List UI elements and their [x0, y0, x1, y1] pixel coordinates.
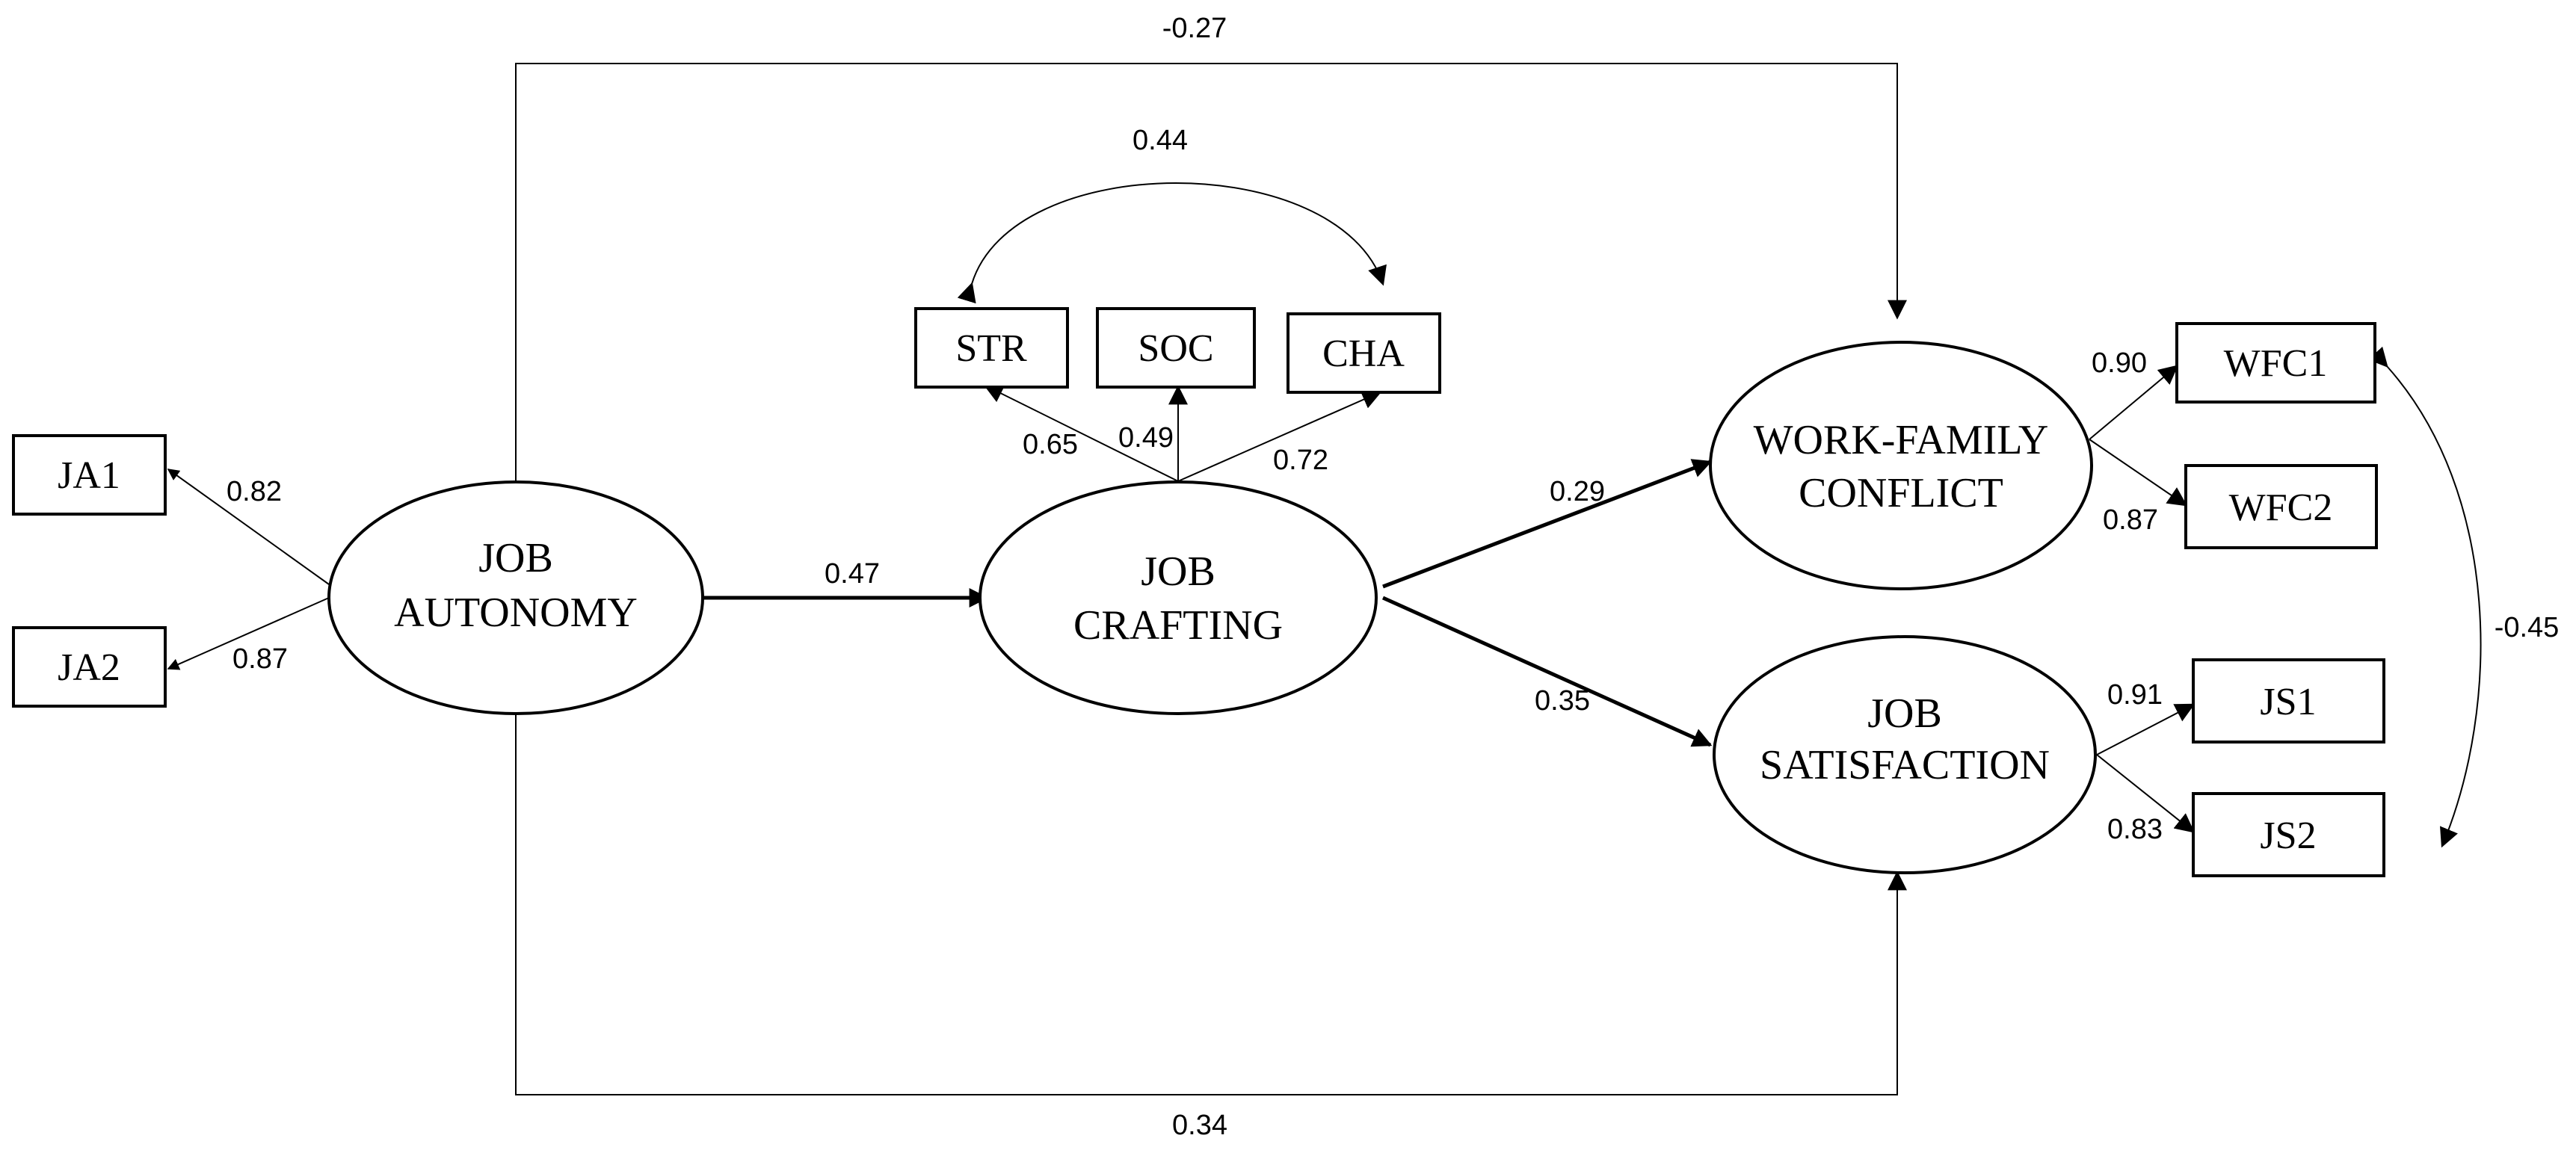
indicator-label: JS2: [2260, 814, 2316, 857]
coef-jc-wfc: 0.29: [1550, 476, 1605, 507]
coef-ja-js: 0.34: [1172, 1110, 1227, 1141]
latent-label-line2: SATISFACTION: [1760, 742, 2050, 788]
latent-work-family-conflict: WORK-FAMILY CONFLICT: [1709, 341, 2093, 590]
loading-wfc1: [2089, 365, 2178, 440]
latent-label-line1: JOB: [1141, 548, 1215, 595]
indicator-label: WFC1: [2224, 342, 2328, 385]
coef-wfc-js-covariance: -0.45: [2495, 612, 2560, 643]
coef-wfc1: 0.90: [2092, 347, 2147, 379]
latent-job-satisfaction: JOB SATISFACTION: [1713, 635, 2097, 874]
latent-label-line2: CRAFTING: [1073, 602, 1283, 649]
covariance-wfc-js: [2367, 346, 2482, 848]
loading-str: [983, 384, 1179, 482]
indicator-label: SOC: [1138, 327, 1213, 370]
loading-cha: [1177, 390, 1382, 482]
coef-ja-wfc: -0.27: [1162, 13, 1227, 44]
covariance-str-cha: [957, 182, 1387, 304]
latent-label-line1: JOB: [1867, 690, 1942, 737]
path-ja-wfc: [515, 63, 1907, 482]
indicator-label: JA2: [58, 646, 120, 689]
indicator-cha: CHA: [1287, 312, 1441, 394]
latent-label-line2: CONFLICT: [1799, 470, 2003, 516]
indicator-js2: JS2: [2192, 792, 2385, 877]
coef-str-cha-covariance: 0.44: [1133, 125, 1188, 156]
loading-ja2: [167, 597, 330, 670]
indicator-str: STR: [914, 307, 1069, 389]
coef-ja2: 0.87: [232, 643, 288, 675]
loading-ja1: [167, 469, 330, 585]
coef-ja-jc: 0.47: [825, 558, 880, 590]
indicator-wfc1: WFC1: [2175, 322, 2376, 404]
indicator-js1: JS1: [2192, 658, 2385, 744]
loading-js2: [2096, 754, 2196, 833]
loading-js1: [2096, 703, 2196, 755]
coef-js1: 0.91: [2107, 679, 2163, 711]
path-jc-wfc: [1382, 459, 1713, 589]
indicator-wfc2: WFC2: [2184, 464, 2378, 549]
coef-js2: 0.83: [2107, 814, 2163, 845]
latent-job-crafting: JOB CRAFTING: [979, 480, 1378, 715]
coef-jc-js: 0.35: [1535, 685, 1590, 717]
latent-label-line2: AUTONOMY: [394, 590, 638, 636]
indicator-soc: SOC: [1096, 307, 1256, 389]
path-ja-js: [515, 706, 1907, 1095]
coef-soc: 0.49: [1118, 422, 1174, 454]
latent-job-autonomy: JOB AUTONOMY: [327, 480, 704, 715]
loading-wfc2: [2089, 439, 2188, 507]
coef-ja1: 0.82: [227, 476, 282, 507]
coef-wfc2: 0.87: [2103, 504, 2158, 536]
indicator-label: WFC2: [2229, 486, 2333, 529]
coef-cha: 0.72: [1273, 445, 1328, 476]
coef-str: 0.65: [1023, 429, 1078, 460]
indicator-ja1: JA1: [12, 434, 167, 516]
path-jc-js: [1381, 596, 1713, 747]
latent-label-line1: WORK-FAMILY: [1754, 417, 2049, 463]
indicator-label: STR: [955, 327, 1027, 370]
indicator-label: CHA: [1322, 333, 1405, 375]
indicator-ja2: JA2: [12, 626, 167, 708]
indicator-label: JA1: [58, 454, 120, 497]
latent-label-line1: JOB: [478, 535, 553, 581]
indicator-label: JS1: [2260, 681, 2316, 723]
